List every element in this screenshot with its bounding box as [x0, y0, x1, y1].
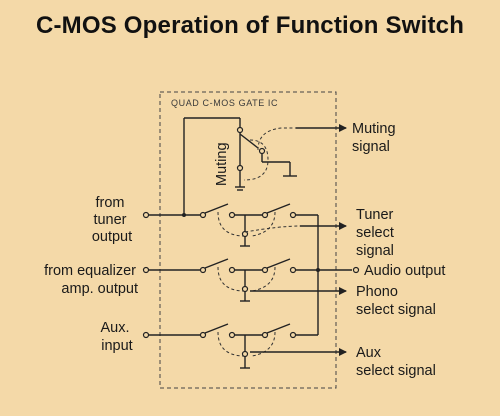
label-from-equalizer: from equalizer amp. output [44, 263, 140, 297]
ic-label: QUAD C-MOS GATE IC [171, 98, 278, 108]
phono-switch [199, 258, 318, 302]
audio-output-terminal [352, 266, 360, 274]
label-aux-input: Aux. input [100, 320, 133, 354]
label-phono-select: Phono select signal [356, 284, 436, 318]
label-muting-signal: Muting signal [352, 121, 400, 155]
label-tuner-select: Tuner select signal [356, 207, 398, 259]
label-audio-output: Audio output [364, 263, 445, 279]
aux-switch [199, 323, 318, 369]
label-aux-select: Aux select signal [356, 345, 436, 379]
equalizer-input-terminal [142, 266, 150, 274]
diagram-title: C-MOS Operation of Function Switch [35, 12, 465, 39]
label-from-tuner: from tuner output [92, 195, 132, 245]
tuner-switch [199, 203, 346, 247]
muting-gate: Muting [214, 118, 297, 191]
aux-input-terminal [142, 331, 150, 339]
muting-gate-label: Muting [214, 142, 230, 186]
tuner-input-terminal [142, 211, 150, 219]
ic-boundary-box [159, 91, 337, 389]
